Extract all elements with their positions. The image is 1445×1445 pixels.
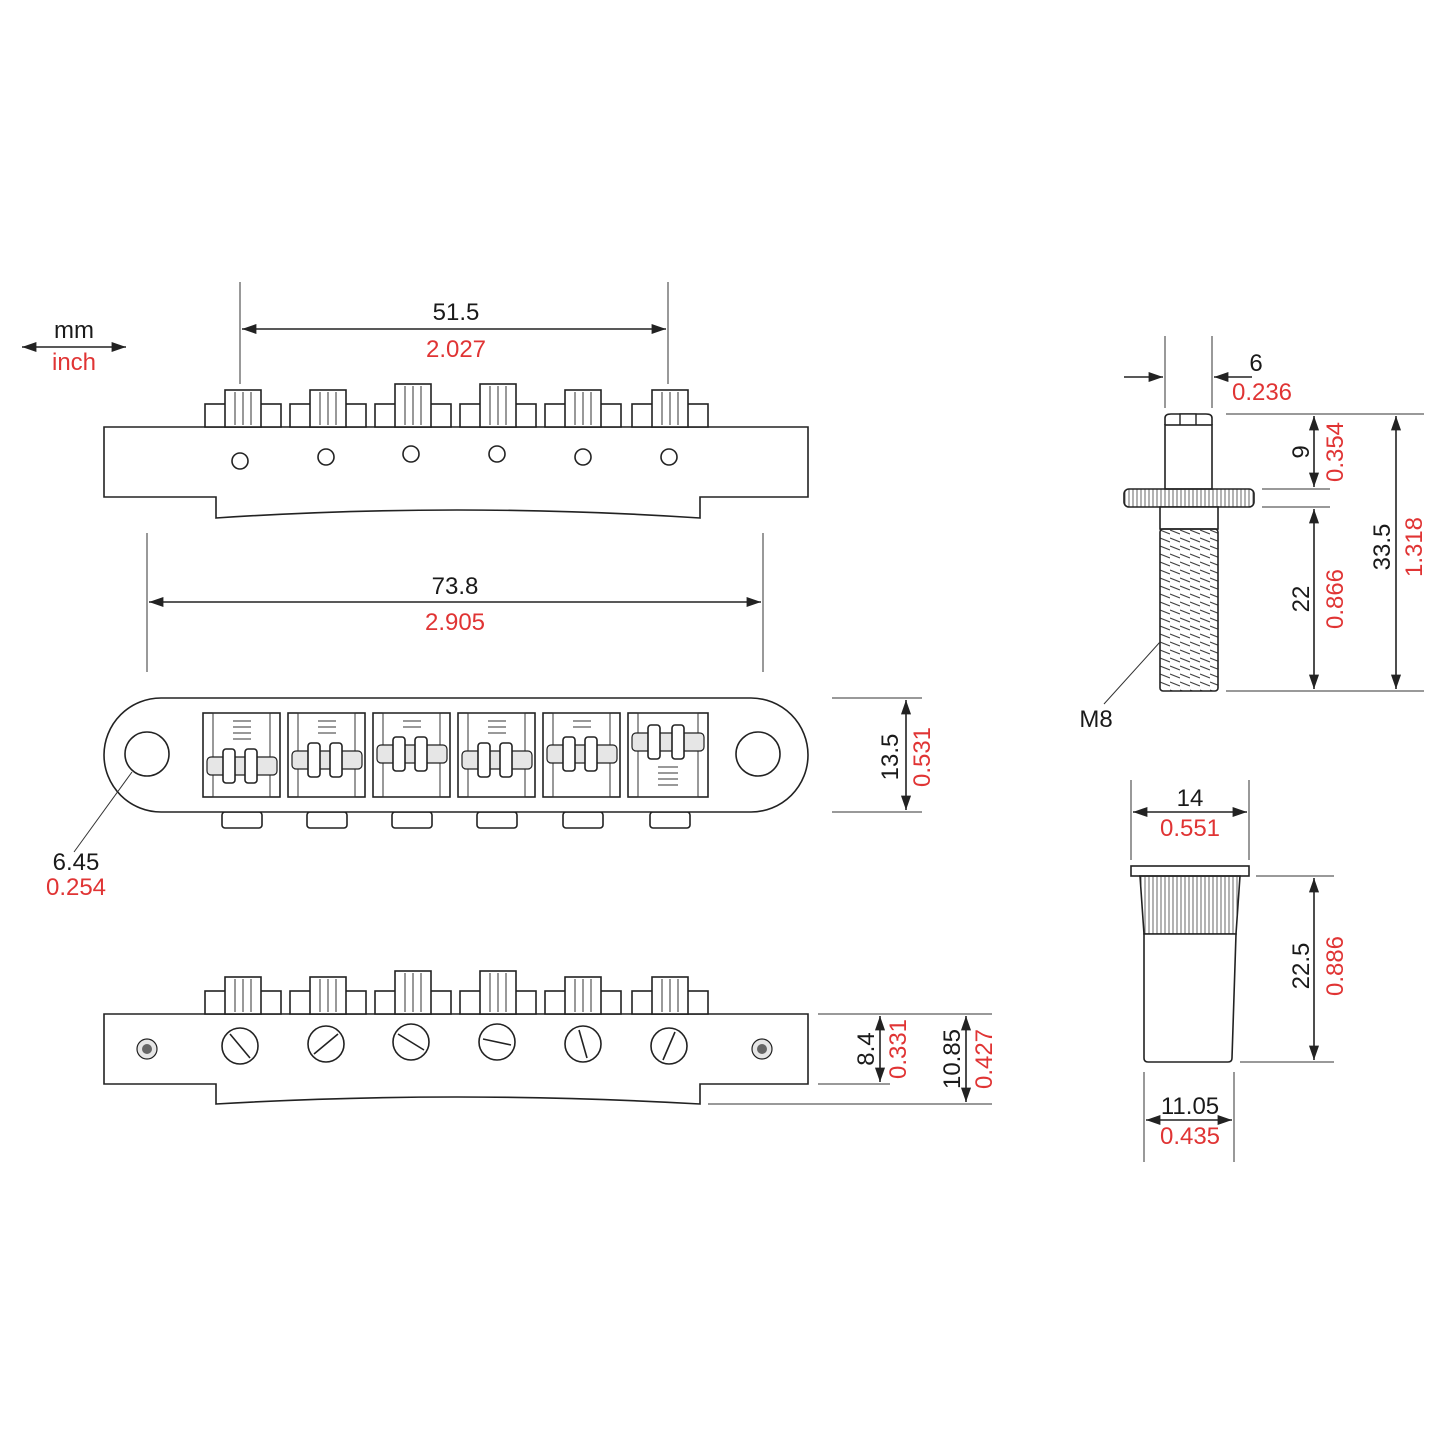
stud-head-width-mm: 6 (1249, 350, 1262, 377)
bridge-plan-view: 13.5 0.531 6.45 0.254 (46, 697, 936, 901)
insert-body-diameter-mm: 11.05 (1161, 1093, 1219, 1120)
bridge-body-lower (103, 1013, 809, 1105)
insert-knurl (1139, 875, 1241, 935)
stud-total-length-inch: 1.318 (1401, 517, 1428, 577)
stud-bolt-view: 6 0.236 9 0.354 22 0.866 33.5 1.318 M8 (1079, 336, 1428, 733)
stud-thumbwheel (1123, 488, 1255, 508)
height-top-inch: 0.331 (885, 1019, 912, 1079)
insert-length-inch: 0.886 (1322, 936, 1349, 996)
total-length-dimension: 73.8 2.905 (146, 533, 764, 672)
string-span-inch: 2.027 (426, 336, 486, 363)
hole-leader (73, 771, 133, 853)
hole-diameter-mm: 6.45 (53, 849, 100, 876)
insert-bushing-view: 14 0.551 22.5 0.886 11.05 0.435 (1130, 780, 1349, 1162)
stud-head (1164, 424, 1213, 490)
intonation-holes-upper (231, 445, 678, 470)
stud-head-height-mm: 9 (1288, 445, 1315, 458)
stud-head-width-inch: 0.236 (1232, 379, 1292, 406)
post-hole-left (124, 731, 170, 777)
height-total-mm: 10.85 (939, 1029, 966, 1089)
bridge-width-inch: 0.531 (909, 727, 936, 787)
legend-inch-label: inch (52, 349, 96, 376)
stud-total-length-mm: 33.5 (1369, 524, 1396, 571)
post-hole-right (735, 731, 781, 777)
insert-body (1143, 933, 1237, 1063)
stud-thread-length-inch: 0.866 (1322, 569, 1349, 629)
stud-head-height-inch: 0.354 (1322, 422, 1349, 482)
unit-legend: mm inch (21, 317, 126, 376)
adjustment-screws (221, 1023, 688, 1065)
end-screws (136, 1038, 773, 1060)
saddles-lower (204, 970, 709, 1015)
hole-diameter-inch: 0.254 (46, 874, 106, 901)
stud-thread-size: M8 (1079, 706, 1112, 733)
thumbwheel-tabs (221, 811, 691, 829)
saddles-upper (204, 383, 709, 428)
string-span-mm: 51.5 (433, 299, 480, 326)
bridge-front-view-upper: 51.5 2.027 (103, 282, 809, 519)
insert-length-mm: 22.5 (1288, 943, 1315, 990)
height-top-mm: 8.4 (853, 1032, 880, 1065)
total-length-mm: 73.8 (432, 573, 479, 600)
bridge-body-upper (103, 426, 809, 519)
saddle-cells (202, 712, 709, 798)
legend-mm-label: mm (54, 317, 94, 344)
stud-thread-length-mm: 22 (1288, 586, 1315, 613)
insert-flange (1130, 865, 1250, 877)
insert-flange-diameter-mm: 14 (1177, 785, 1204, 812)
insert-flange-diameter-inch: 0.551 (1160, 815, 1220, 842)
total-length-inch: 2.905 (425, 609, 485, 636)
height-total-inch: 0.427 (971, 1029, 998, 1089)
bridge-width-mm: 13.5 (877, 734, 904, 781)
insert-body-diameter-inch: 0.435 (1160, 1123, 1220, 1150)
stud-thread (1159, 528, 1219, 692)
bridge-rear-view: 8.4 0.331 10.85 0.427 (103, 970, 998, 1105)
